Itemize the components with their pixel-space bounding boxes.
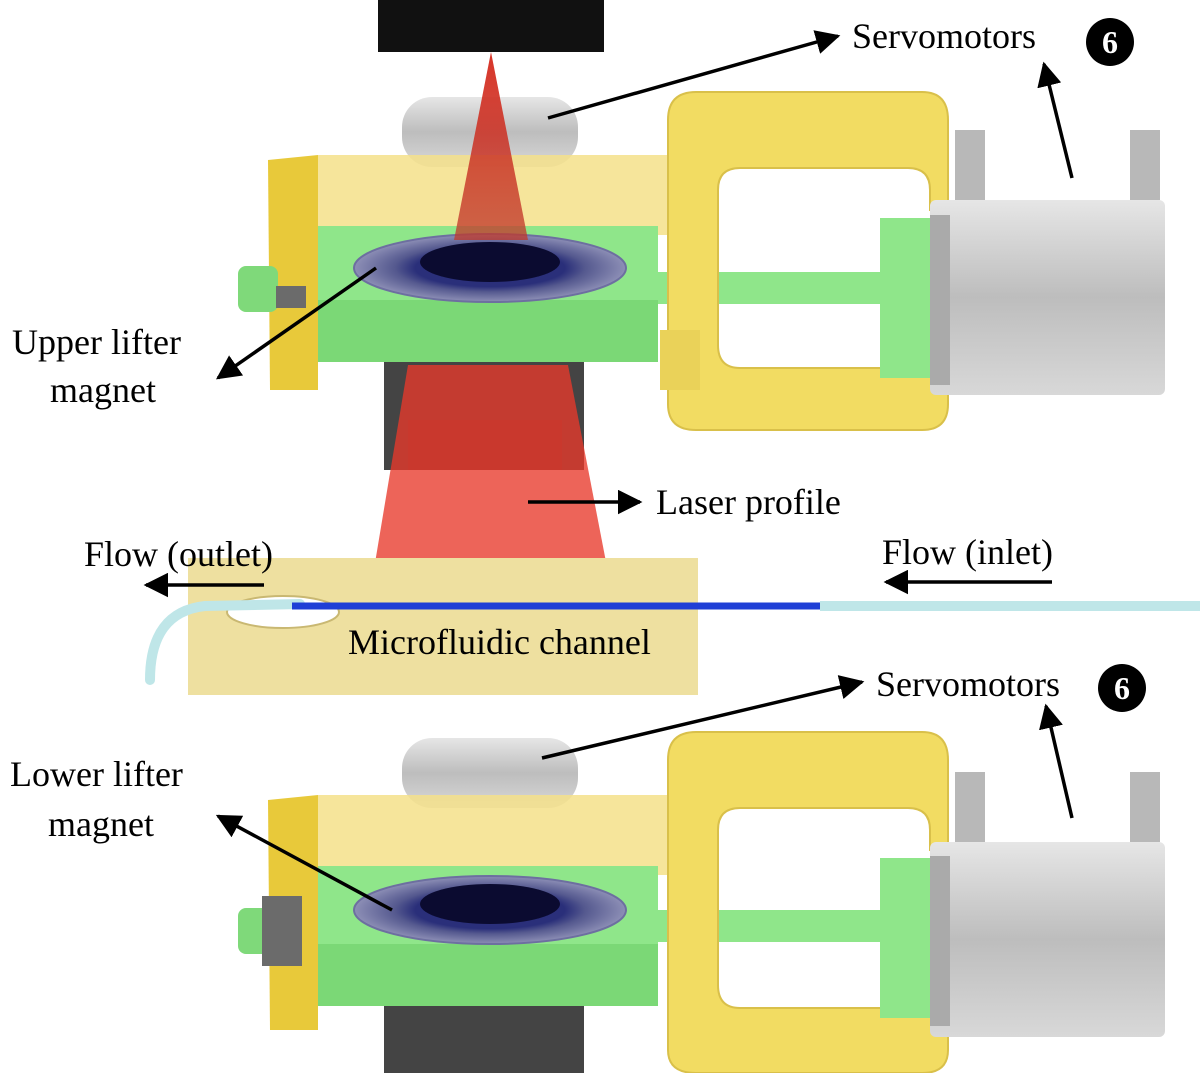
- upper-left-knob: [238, 266, 278, 312]
- arrow-servomotors-bottom-right: [1046, 706, 1072, 818]
- laser-source: [378, 0, 604, 52]
- upper-assembly: [238, 92, 1165, 470]
- lower-servo-motor: [930, 842, 1165, 1037]
- servomotors-label-bottom: Servomotors: [876, 666, 1060, 702]
- lower-yellow-housing: [318, 795, 668, 875]
- lower-under-servo: [384, 1006, 584, 1073]
- servomotors-label-top: Servomotors: [852, 18, 1036, 54]
- upper-servo-motor: [930, 200, 1165, 395]
- arrow-servomotors-top-right: [1044, 64, 1072, 178]
- lower-lifter-label-line1: Lower lifter: [10, 756, 183, 792]
- laser-profile-label: Laser profile: [656, 484, 841, 520]
- badge-6-top: 6: [1086, 18, 1134, 66]
- flow-outlet-label: Flow (outlet): [84, 536, 273, 572]
- microfluidic-channel-label: Microfluidic channel: [348, 624, 651, 660]
- upper-lifter-label-line2: magnet: [50, 372, 156, 408]
- lower-lifter-label-line2: magnet: [48, 806, 154, 842]
- upper-lifter-label-line1: Upper lifter: [12, 324, 181, 360]
- flow-inlet-label: Flow (inlet): [882, 534, 1053, 570]
- badge-6-bottom: 6: [1098, 664, 1146, 712]
